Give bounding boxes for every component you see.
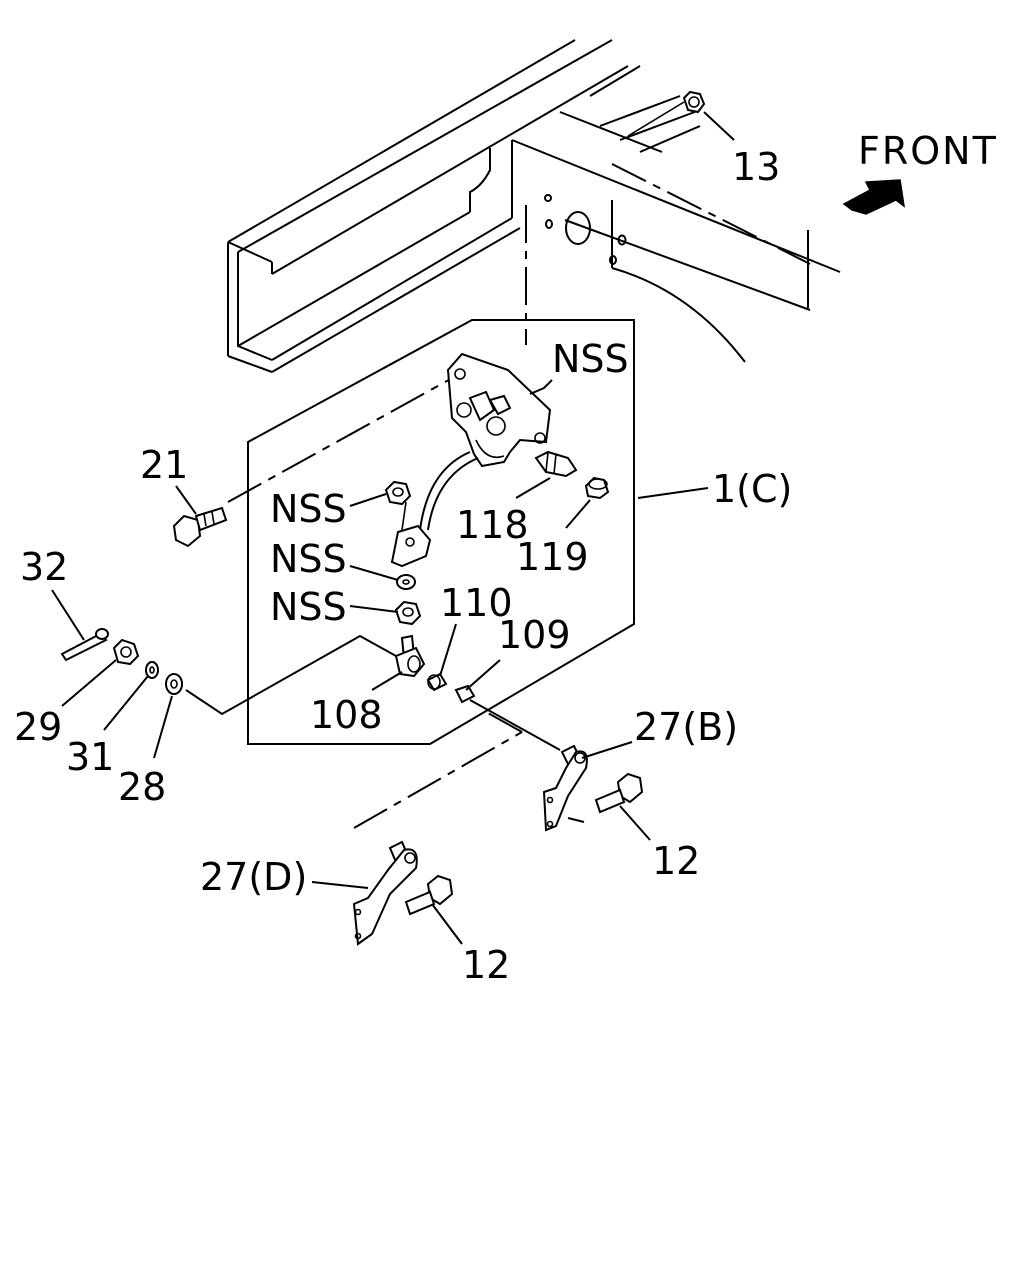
- label-27d: 27(D): [200, 855, 307, 899]
- label-nss-valve: NSS: [552, 337, 629, 381]
- grommet-110: [426, 672, 448, 692]
- label-31: 31: [66, 735, 114, 779]
- label-nss-washer: NSS: [270, 537, 347, 581]
- label-nss-nut: NSS: [270, 487, 347, 531]
- label-119: 119: [516, 535, 589, 579]
- label-28: 28: [118, 765, 166, 809]
- front-label: FRONT: [858, 129, 998, 173]
- bolt-12-lower: [404, 874, 454, 916]
- linkage-arm: [390, 451, 479, 568]
- washer-28: [165, 673, 183, 695]
- label-1c: 1(C): [712, 467, 792, 511]
- label-12-upper: 12: [652, 839, 700, 883]
- frame-rail: [227, 39, 641, 373]
- label-32: 32: [20, 545, 68, 589]
- leveling-valve: [446, 352, 552, 468]
- center-lines: [227, 163, 811, 829]
- nss-nut: [384, 480, 412, 506]
- cotter-pin-32: [60, 628, 109, 662]
- crossmember: [469, 95, 841, 363]
- label-109: 109: [498, 613, 571, 657]
- bracket-27b: [542, 744, 588, 832]
- label-108: 108: [310, 693, 383, 737]
- label-27b: 27(B): [634, 705, 738, 749]
- fitting-118: [534, 450, 578, 478]
- label-110: 110: [440, 581, 513, 625]
- cap-119: [584, 476, 610, 500]
- link-line-108: [185, 634, 397, 716]
- nss-nut-lower: [394, 600, 422, 626]
- bracket-27d: [352, 840, 418, 946]
- label-118: 118: [456, 503, 529, 547]
- sleeve-109: [454, 684, 476, 704]
- joint-108: [394, 634, 426, 678]
- nut-13: [627, 90, 706, 137]
- label-13: 13: [732, 145, 780, 189]
- leader-lines: [51, 111, 735, 945]
- label-29: 29: [14, 705, 62, 749]
- label-21: 21: [140, 443, 188, 487]
- nss-washer: [396, 574, 416, 590]
- front-arrow-icon: [842, 179, 906, 215]
- washer-31: [145, 661, 159, 679]
- bolt-21: [172, 506, 228, 548]
- link-line-109: [469, 699, 561, 751]
- assembly-boundary: [247, 319, 635, 745]
- label-12-lower: 12: [462, 943, 510, 987]
- label-nss-nut-lower: NSS: [270, 585, 347, 629]
- bolt-12-upper: [594, 772, 644, 814]
- nut-29: [112, 638, 140, 666]
